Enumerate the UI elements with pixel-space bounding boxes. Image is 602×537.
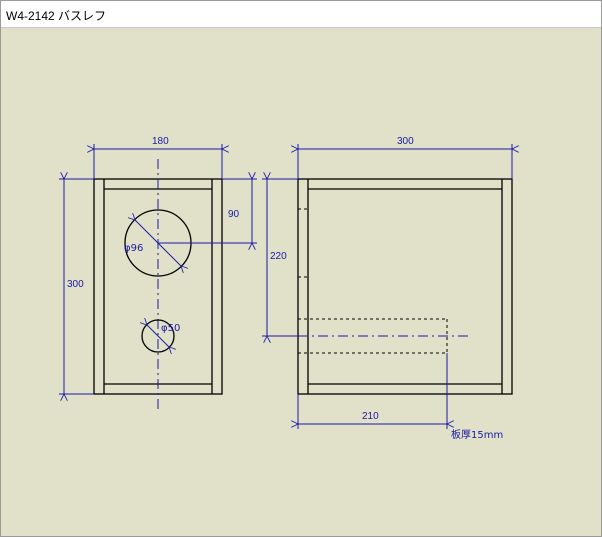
- window-title: W4-2142 バスレフ: [6, 9, 107, 23]
- woofer-offset-label: 90: [228, 209, 240, 220]
- board-thickness-note: 板厚15mm: [451, 428, 503, 441]
- width-dimension-label: 180: [152, 136, 169, 147]
- title-bar: W4-2142 バスレフ: [1, 1, 601, 28]
- depth-dimension-label: 300: [397, 136, 414, 147]
- port-length-label: 210: [362, 411, 379, 422]
- side-view: 300 220 210 板厚15mm: [262, 136, 512, 441]
- side-outer-outline: [297, 178, 513, 395]
- port-diameter-line: [147, 325, 169, 347]
- front-view: φ96 φ50 180 300 90: [59, 136, 257, 409]
- height-dimension-label: 300: [67, 279, 84, 290]
- woofer-diameter-label: φ96: [124, 243, 143, 254]
- port-diameter-label: φ50: [161, 323, 180, 334]
- port-height-label: 220: [270, 251, 287, 262]
